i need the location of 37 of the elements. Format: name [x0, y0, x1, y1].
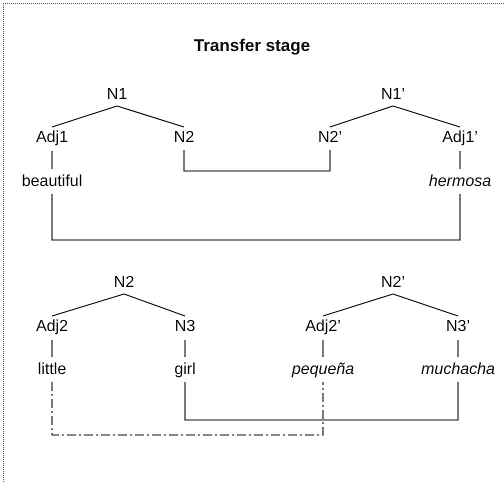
tree-node-label: little [38, 360, 66, 380]
tree-branch [330, 105, 394, 128]
tree-node-label: N1’ [381, 86, 405, 104]
tree-node-label: muchacha [421, 360, 495, 380]
alignment-connector [183, 150, 331, 172]
tree-node-label: Adj2’ [305, 318, 341, 336]
tree-branch [116, 105, 184, 128]
tree-branch [184, 340, 186, 357]
tree-branch [124, 293, 186, 317]
tree-branch [322, 293, 394, 317]
tree-branch [392, 105, 460, 128]
tree-node-label: Adj1 [36, 128, 68, 148]
tree-branch [392, 293, 458, 317]
tree-node-label: Adj1’ [442, 128, 478, 148]
dash-dot-connector [51, 382, 324, 436]
tree-node-label: hermosa [428, 172, 492, 192]
diagram-title: Transfer stage [192, 36, 312, 56]
tree-branch [51, 151, 53, 169]
tree-node-label: N3 [174, 318, 196, 336]
tree-node-label: Adj2 [36, 318, 68, 336]
alignment-connector [51, 194, 461, 241]
tree-branch [457, 340, 459, 357]
tree-node-label: N2 [174, 128, 194, 148]
tree-node-label: girl [174, 360, 196, 380]
tree-node-label: beautiful [22, 172, 82, 192]
tree-branch [52, 293, 124, 317]
tree-node-label: N2 [114, 274, 134, 292]
tree-node-label: N3’ [446, 318, 470, 336]
tree-node-label: pequeña [292, 360, 354, 380]
alignment-connector [184, 382, 459, 421]
tree-node-label: N1 [106, 86, 128, 104]
tree-node-label: N2’ [381, 274, 405, 292]
tree-branch [52, 105, 118, 128]
tree-node-label: N2’ [318, 128, 342, 148]
tree-branch [322, 340, 324, 357]
tree-branch [51, 340, 53, 357]
tree-branch [459, 151, 461, 169]
